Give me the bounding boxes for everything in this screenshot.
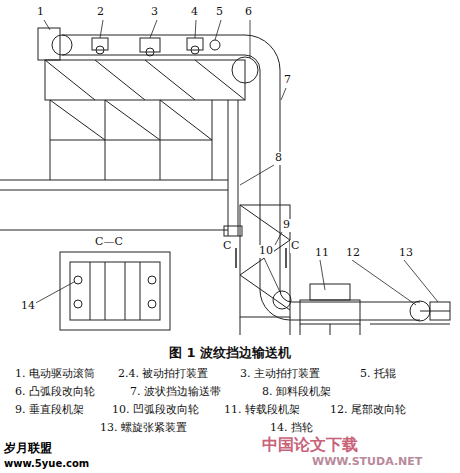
upper-frame-braces — [45, 60, 245, 100]
part-list-entry: 7. 波状挡边输送带 — [130, 386, 221, 399]
guide-wheel — [148, 276, 156, 284]
part-list-entry: 14. 挡轮 — [270, 422, 313, 435]
vertical-frame-braces — [240, 205, 290, 310]
support-truss — [50, 100, 212, 180]
watermark: 中国论文下载 — [262, 436, 358, 454]
watermark: WWW.STUDA.NET — [312, 456, 422, 469]
part-list-entry: 12. 尾部改向轮 — [330, 404, 406, 417]
callout-number: 5 — [215, 6, 224, 19]
section-label: C — [222, 240, 232, 253]
callout-number: 9 — [282, 219, 291, 232]
beater-3 — [146, 48, 154, 56]
section-label: C — [290, 240, 300, 253]
callout-number: 1 — [36, 6, 45, 19]
transfer-frame — [300, 300, 360, 324]
callout-number: 4 — [190, 6, 199, 19]
callout-number: 11 — [314, 247, 330, 260]
part-list-entry: 8. 卸料段机架 — [262, 386, 331, 399]
drive-drum — [52, 35, 72, 55]
part-list-entry: 1. 电动驱动滚筒 — [15, 368, 95, 381]
part-list-entry: 2.4. 被动拍打装置 — [118, 368, 209, 381]
upper-frame — [45, 60, 245, 100]
beater-4 — [191, 46, 199, 54]
section-view — [60, 252, 170, 330]
callout-number: 10 — [258, 245, 274, 258]
discharge-frame — [238, 100, 239, 236]
slab — [0, 180, 228, 181]
section-rails — [90, 262, 140, 320]
part-list-entry: 5. 托辊 — [360, 368, 396, 381]
part-list-entry: 10. 凹弧段改向轮 — [112, 404, 199, 417]
callout-number: 8 — [274, 152, 283, 165]
figure-caption: 图 1 波纹挡边输送机 — [169, 346, 291, 361]
idler-5 — [210, 40, 220, 50]
watermark: 岁月联盟 — [4, 442, 52, 456]
vertical-frame — [240, 205, 290, 317]
part-list-entry: 3. 主动拍打装置 — [240, 368, 320, 381]
part-list-entry: 9. 垂直段机架 — [15, 404, 84, 417]
discharge-frame — [228, 100, 229, 236]
part-list-entry: 13. 螺旋张紧装置 — [100, 422, 187, 435]
callout-number: 14 — [20, 300, 36, 313]
part-list-entry: 6. 凸弧段改向轮 — [15, 386, 95, 399]
slab — [0, 190, 228, 191]
convex-wheel — [232, 57, 258, 83]
concave-wheel — [273, 291, 291, 309]
callout-number: 2 — [96, 6, 105, 19]
callout-number: 7 — [283, 74, 292, 87]
drive-drum-housing — [38, 28, 60, 60]
guide-wheel — [74, 276, 82, 284]
callout-number: 3 — [150, 6, 159, 19]
legs — [240, 317, 360, 335]
slab — [0, 230, 228, 231]
hopper — [310, 284, 350, 300]
section-label: C—C — [94, 236, 124, 249]
vertical-belt — [280, 70, 281, 290]
watermark: www.5yue.com — [4, 458, 89, 470]
callout-number: 12 — [345, 247, 361, 260]
lower-belt — [260, 290, 420, 320]
beater-2 — [96, 46, 104, 54]
callout-number: 6 — [244, 6, 253, 19]
belt-carry — [62, 35, 245, 36]
leader-lines — [32, 20, 438, 305]
callout-number: 13 — [398, 247, 414, 260]
part-list-entry: 11. 转载段机架 — [224, 404, 300, 417]
